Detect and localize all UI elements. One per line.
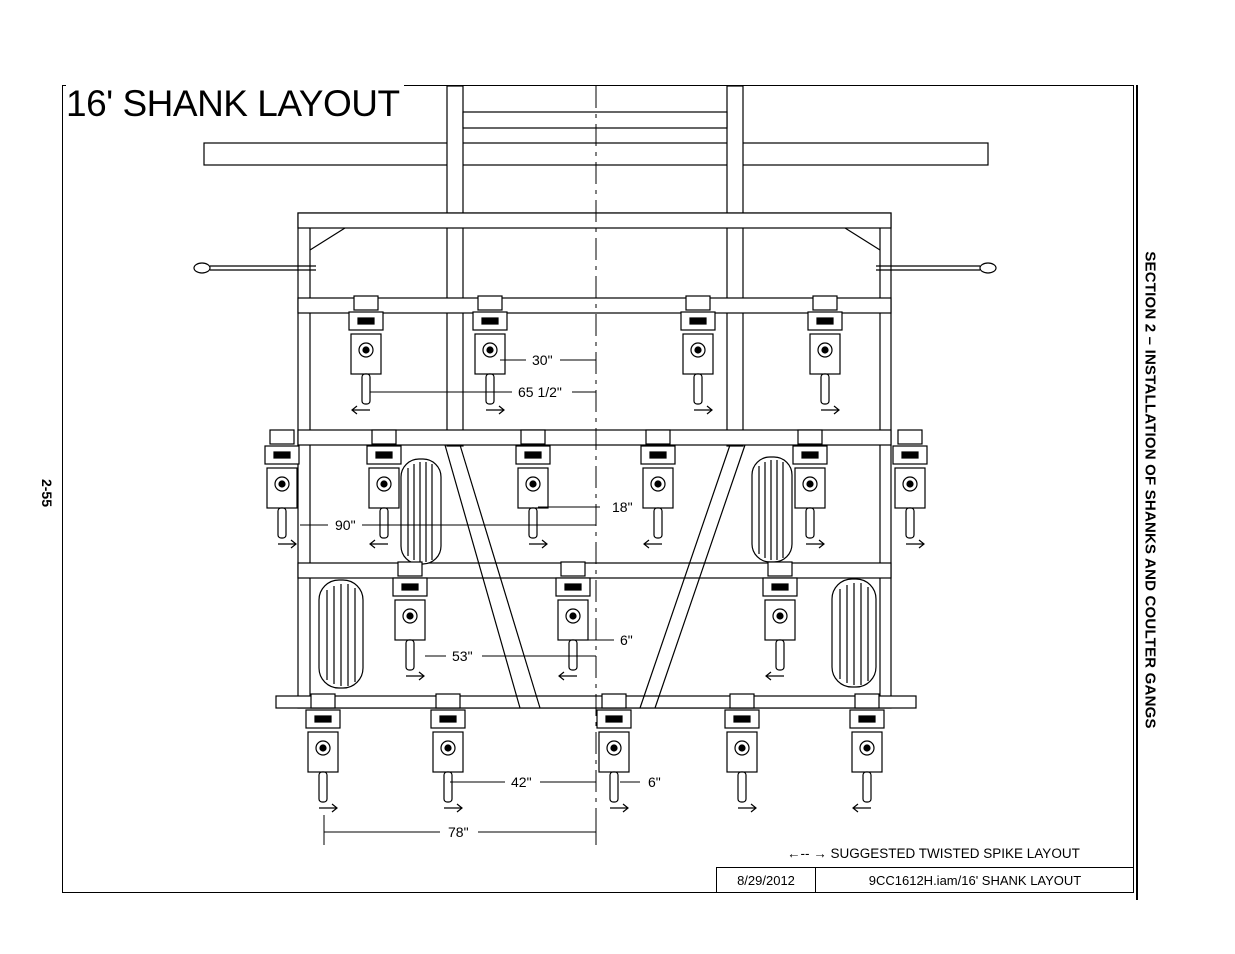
shank-assembly [792,429,828,549]
gauge-wheel-left-upper [400,458,442,565]
shank-assembly [807,295,843,415]
dimension-lines [300,359,640,845]
shank-assembly [680,295,716,415]
shank-assembly [724,693,760,813]
drawing-date: 8/29/2012 [717,868,816,893]
title-block: 8/29/2012 9CC1612H.iam/16' SHANK LAYOUT [716,867,1134,893]
shank-assemblies [264,295,928,813]
upper-cross-bar [462,111,728,129]
shank-assembly [762,561,798,681]
shank-assembly [305,693,341,813]
dim-18: 18" [612,499,633,515]
dim-90: 90" [335,517,356,533]
drawing-border [62,85,1134,893]
page-number: 2-55 [39,478,55,508]
shank-assembly [392,561,428,681]
dim-42: 42" [511,774,532,790]
shank-assembly [348,295,384,415]
frame-rail-1 [297,212,892,229]
frame-rail-2 [297,297,892,314]
shank-assembly [849,693,885,813]
side-rule [1136,85,1138,900]
gauge-wheel-right-upper [751,456,793,563]
shank-assembly [640,429,676,549]
dim-65-half: 65 1/2" [518,384,562,400]
shank-assembly [264,429,300,549]
dimension-labels: 30" 65 1/2" 18" 90" 53" 6" 42" 6" 78" [335,352,661,840]
gauge-wheel-right-lower [831,578,877,688]
legend-text: SUGGESTED TWISTED SPIKE LAYOUT [830,846,1080,861]
shank-assembly [892,429,928,549]
dim-78: 78" [448,824,469,840]
dim-53: 53" [452,648,473,664]
hitch-beam-left [446,85,464,447]
page-title: 16' SHANK LAYOUT [66,84,404,124]
gauge-wheel-left-lower [318,579,364,689]
dim-30: 30" [532,352,553,368]
shank-assembly [430,693,466,813]
dim-6-rear: 6" [648,774,661,790]
drawing-file-name: 9CC1612H.iam/16' SHANK LAYOUT [868,873,1082,888]
section-title: SECTION 2 – INSTALLATION OF SHANKS AND C… [1141,251,1159,729]
dim-6-mid: 6" [620,632,633,648]
spike-layout-legend: ←-- → SUGGESTED TWISTED SPIKE LAYOUT [787,846,1080,861]
twisted-spike-arrow-icon: ←-- → [787,846,827,861]
frame-rail-4 [297,562,892,579]
shank-assembly [366,429,402,549]
hitch-beam-right [726,85,744,447]
shank-assembly [555,561,591,681]
shank-assembly [596,693,632,813]
shank-assembly [472,295,508,415]
frame-rail-3 [297,429,892,446]
shank-assembly [515,429,551,549]
